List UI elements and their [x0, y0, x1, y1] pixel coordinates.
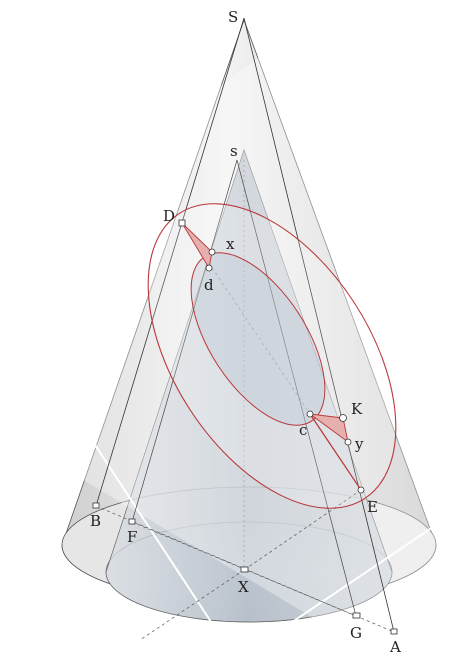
point-B: [92, 502, 100, 509]
label-d: d: [204, 276, 214, 294]
label-F: F: [127, 528, 137, 546]
point-F: [128, 518, 136, 525]
cutting-plane: [0, 38, 473, 667]
point-d: [205, 264, 213, 272]
line-s-G: [236, 159, 357, 617]
point-K: [339, 414, 347, 422]
point-E: [357, 486, 365, 494]
label-s: s: [230, 142, 238, 160]
point-x: [208, 248, 216, 256]
triangle-cKy: [308, 413, 349, 444]
point-G: [352, 612, 361, 619]
plane-edge-left: [0, 299, 237, 661]
label-x: x: [226, 235, 235, 253]
line-S-B: [95, 17, 245, 507]
label-D: D: [163, 207, 175, 225]
point-D: [178, 219, 186, 227]
label-c: c: [299, 421, 307, 439]
point-y: [344, 438, 352, 446]
line-S-A: [243, 17, 395, 633]
label-S: S: [228, 8, 238, 26]
point-c: [306, 410, 314, 418]
label-B: B: [90, 512, 101, 530]
triangle-Dxd: [181, 222, 213, 270]
point-A: [390, 628, 398, 635]
label-A: A: [389, 638, 401, 656]
point-X: [240, 566, 249, 573]
label-y: y: [354, 435, 364, 453]
inner-cone: [105, 148, 393, 623]
label-X: X: [238, 578, 249, 596]
label-E: E: [367, 498, 378, 516]
red-c-y: [309, 413, 362, 491]
plane-edge-right: [235, 499, 473, 661]
label-K: K: [351, 400, 363, 418]
line-s-F: [131, 159, 238, 523]
dash-X-low: [139, 569, 245, 641]
label-G: G: [350, 624, 362, 642]
